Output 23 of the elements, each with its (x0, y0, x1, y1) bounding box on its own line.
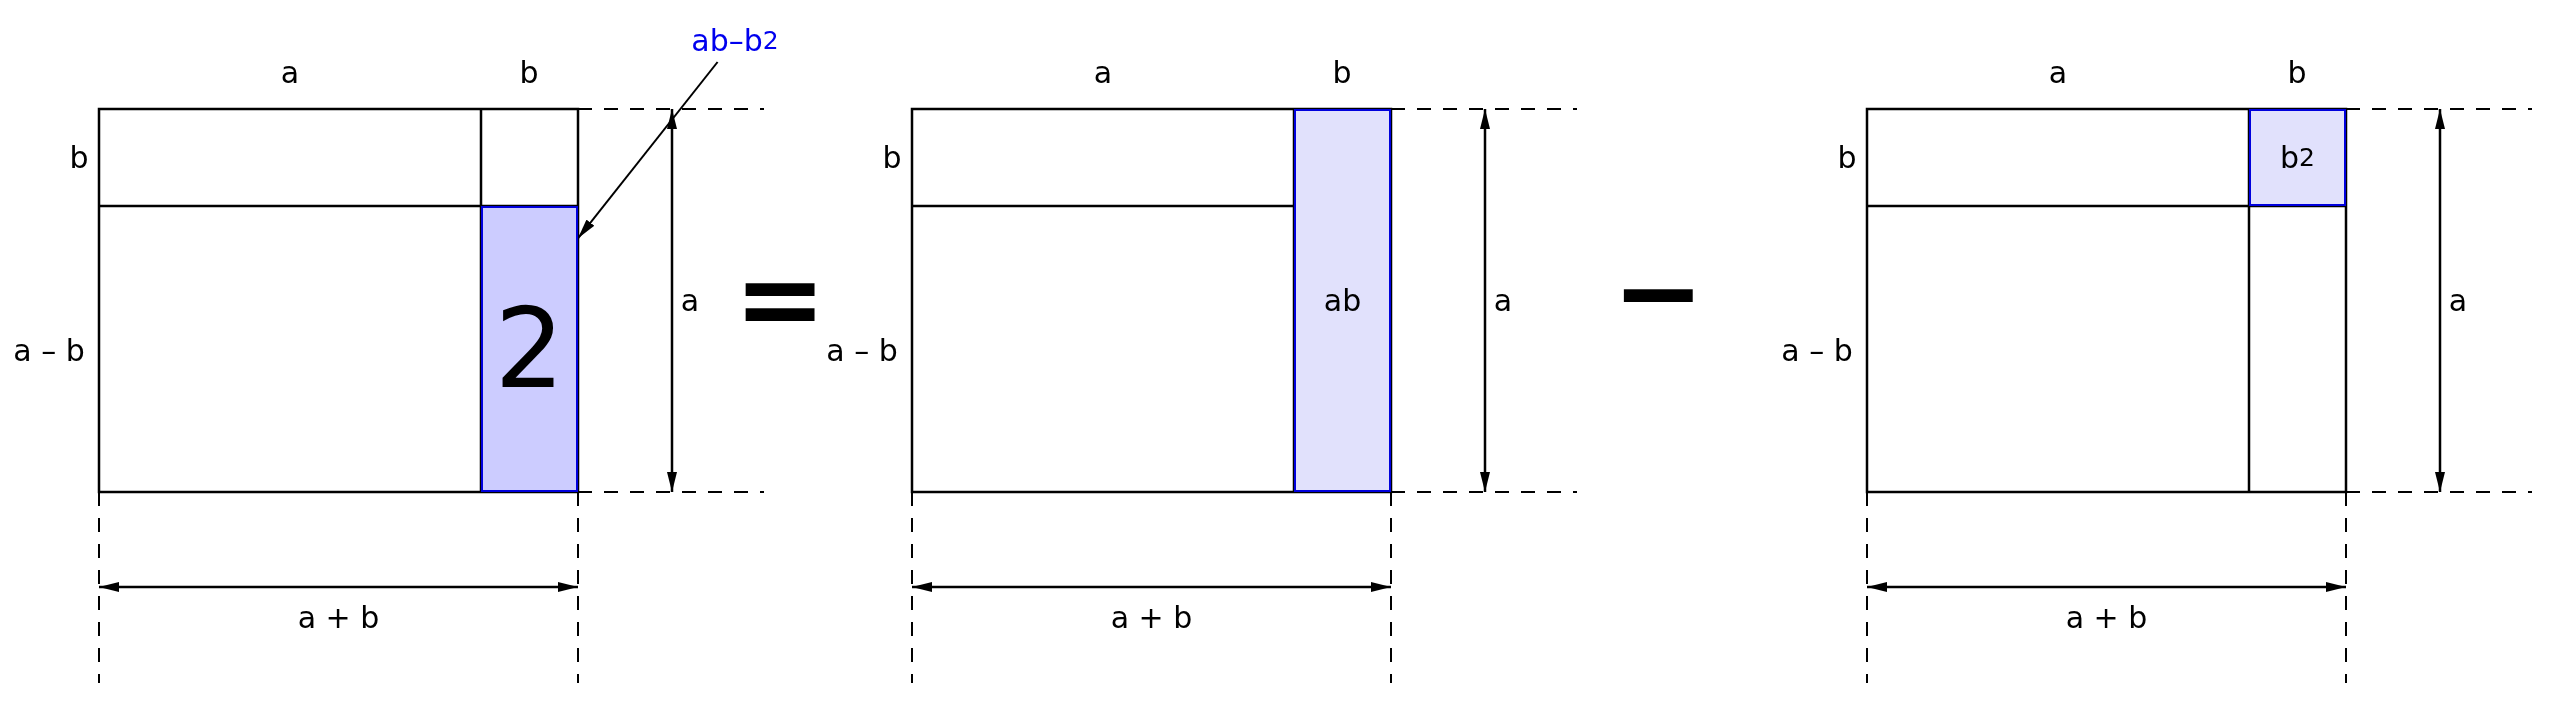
dimension-label: a (1093, 54, 1113, 90)
dimension-label: a (2448, 282, 2468, 318)
leader-line (577, 61, 719, 240)
dimension-label: a – b (1781, 332, 1853, 368)
minus-sign: − (1611, 228, 1705, 356)
equals-sign: = (733, 235, 827, 363)
dimension-label: a (1493, 282, 1513, 318)
dimension-label: b (1837, 139, 1857, 175)
dimension-label: b (69, 139, 89, 175)
dimension-label: b (1332, 54, 1352, 90)
dimension-label: a + b (1110, 599, 1193, 635)
dimension-label: a (280, 54, 300, 90)
dimension-label: a (2048, 54, 2068, 90)
dimension-label: b (882, 139, 902, 175)
shaded-region: 2 (481, 206, 578, 492)
dimension-label: a – b (13, 332, 85, 368)
dimension-label: a (680, 282, 700, 318)
dimension-label: a – b (826, 332, 898, 368)
shaded-region: ab (1294, 109, 1391, 492)
dimension-label: a + b (297, 599, 380, 635)
dimension-label: b (2287, 54, 2307, 90)
dimension-label: a + b (2065, 599, 2148, 635)
dimension-label: b (519, 54, 539, 90)
